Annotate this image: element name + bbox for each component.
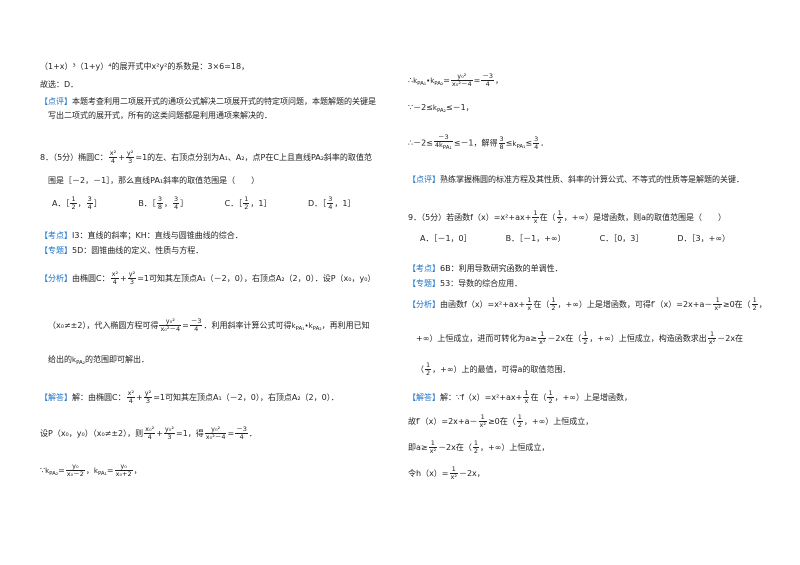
topic: 【专题】53：导数的综合应用． <box>408 279 523 288</box>
comment-line: 写出二项式的展开式，所有的这类问题都是利用通项来解决的． <box>48 111 272 120</box>
knowledge-point: 【考点】6B：利用导数研究函数的单调性． <box>408 264 563 273</box>
option-a: A．［－1，0］ <box>420 234 472 243</box>
right-comment: 【点评】熟练掌握椭圆的标准方程及其性质、斜率的计算公式、不等式的性质等是解题的关… <box>408 175 744 184</box>
comment-line: 【点评】本题考查利用二项展开式的通项公式解决二项展开式的特定项问题，本题解题的关… <box>40 97 376 107</box>
comment-text: 本题考查利用二项展开式的通项公式解决二项展开式的特定项问题，本题解题的关键是 <box>72 97 376 106</box>
text-line: 故选：D． <box>40 80 79 89</box>
text-line: （1+x）³（1+y）⁴的展开式中x²y²的系数是：3×6=18， <box>40 62 250 71</box>
option-d: D．［3，+∞） <box>677 234 730 243</box>
knowledge-point: 【考点】I3：直线的斜率；KH：直线与圆锥曲线的综合． <box>40 231 243 240</box>
topic: 【专题】5D：圆锥曲线的定义、性质与方程． <box>40 246 204 255</box>
option-c: C．［0，3］ <box>599 234 644 243</box>
question-8-stem-2: 围是［－2，－1］，那么直线PA₁斜率的取值范围是（ ） <box>48 176 260 185</box>
analysis-line-3: 给出的kPA₂的范围即可解出． <box>48 355 149 366</box>
option-b: B．［－1，+∞） <box>505 234 566 243</box>
question-9-options: A．［－1，0］ B．［－1，+∞） C．［0，3］ D．［3，+∞） <box>420 234 764 244</box>
right-line-2: ∵－2≤kPA₂≤－1， <box>408 103 474 114</box>
comment-tag: 【点评】 <box>40 97 72 106</box>
